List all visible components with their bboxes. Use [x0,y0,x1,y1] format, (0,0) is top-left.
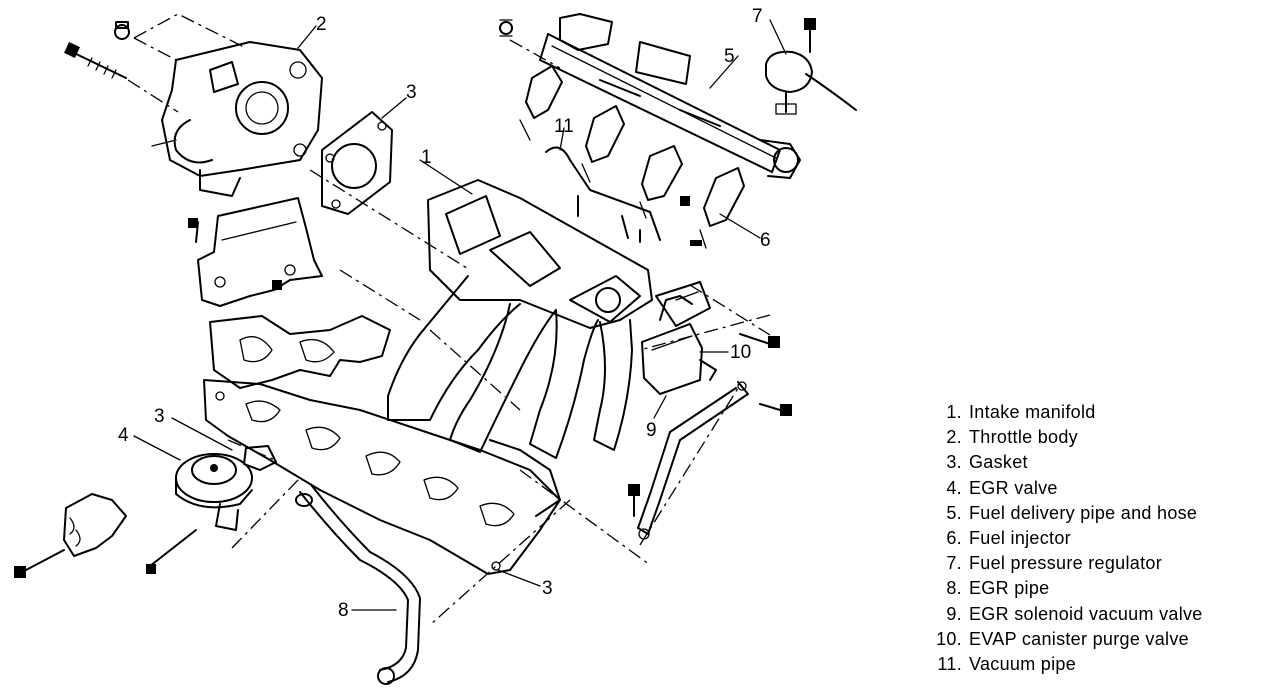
parts-legend: 1. Intake manifold 2. Throttle body 3. Gask… [918,400,1268,677]
manifold-gasket [203,379,561,575]
legend-number: 8. [946,578,962,599]
legend-item-2: 2. Throttle body [918,425,1268,450]
callout-11: 11 [554,116,574,137]
manifold-flange [209,315,391,389]
manifold-bracket [188,197,323,307]
legend-number: 3. [946,452,962,473]
callout-2: 2 [316,14,327,35]
callout-3-egr-gasket: 3 [154,406,165,427]
legend-text: Fuel delivery pipe and hose [969,502,1198,523]
legend-number: 9. [946,603,962,624]
throttle-body [151,41,323,197]
fuel-pipe-screw [499,19,513,37]
legend-number: 5. [946,502,962,523]
legend-item-11: 11. Vacuum pipe [918,652,1268,677]
legend-number: 4. [946,477,962,498]
leader-lines [133,19,787,611]
legend-number: 1. [946,402,962,423]
callout-6: 6 [760,230,771,251]
legend-number: 7. [946,553,962,574]
callout-1: 1 [421,147,432,168]
legend-text: EGR pipe [969,578,1050,599]
legend-item-9: 9. EGR solenoid vacuum valve [918,602,1268,627]
evap-canister-purge-valve [655,281,717,381]
callout-3-throttle-gasket: 3 [406,82,417,103]
callout-8: 8 [338,600,349,621]
legend-text: EGR valve [969,477,1058,498]
legend-text: Vacuum pipe [969,653,1077,674]
legend-item-6: 6. Fuel injector [918,526,1268,551]
fuel-pressure-regulator [765,18,857,115]
vacuum-pipe [545,146,661,243]
legend-item-8: 8. EGR pipe [918,576,1268,601]
callout-4: 4 [118,425,129,446]
legend-number: 2. [946,427,962,448]
egr-pipe [295,485,421,685]
legend-text: Intake manifold [969,402,1096,423]
legend-number: 10. [936,628,962,649]
legend-number: 6. [946,528,962,549]
callout-3-manifold-gasket: 3 [542,578,553,599]
legend-text: Gasket [969,452,1028,473]
egr-valve [175,453,253,531]
intake-manifold [387,179,653,517]
manifold-stay [628,381,749,540]
callout-9: 9 [646,420,657,441]
legend-text: Throttle body [969,427,1078,448]
throttle-bolts [64,21,130,79]
callout-10: 10 [730,342,751,363]
egr-bracket [14,493,197,578]
legend-item-3: 3. Gasket [918,450,1268,475]
legend-number: 11. [937,653,962,674]
legend-text: EGR solenoid vacuum valve [969,603,1203,624]
legend-item-1: 1. Intake manifold [918,400,1268,425]
legend-text: Fuel pressure regulator [969,553,1162,574]
callout-labels: 1 2 3 3 3 4 5 6 7 8 9 10 11 [118,6,771,621]
throttle-gasket [321,111,393,215]
legend-item-4: 4. EGR valve [918,476,1268,501]
callout-7: 7 [752,6,763,27]
legend-item-5: 5. Fuel delivery pipe and hose [918,501,1268,526]
legend-text: EVAP canister purge valve [969,628,1189,649]
egr-solenoid-vacuum-valve [641,295,703,395]
callout-5: 5 [724,46,735,67]
legend-item-10: 10. EVAP canister purge valve [918,627,1268,652]
legend-item-7: 7. Fuel pressure regulator [918,551,1268,576]
legend-text: Fuel injector [969,528,1071,549]
fuel-delivery-pipe [539,13,801,179]
right-side-bolts [680,196,792,416]
egr-gasket [243,445,277,471]
